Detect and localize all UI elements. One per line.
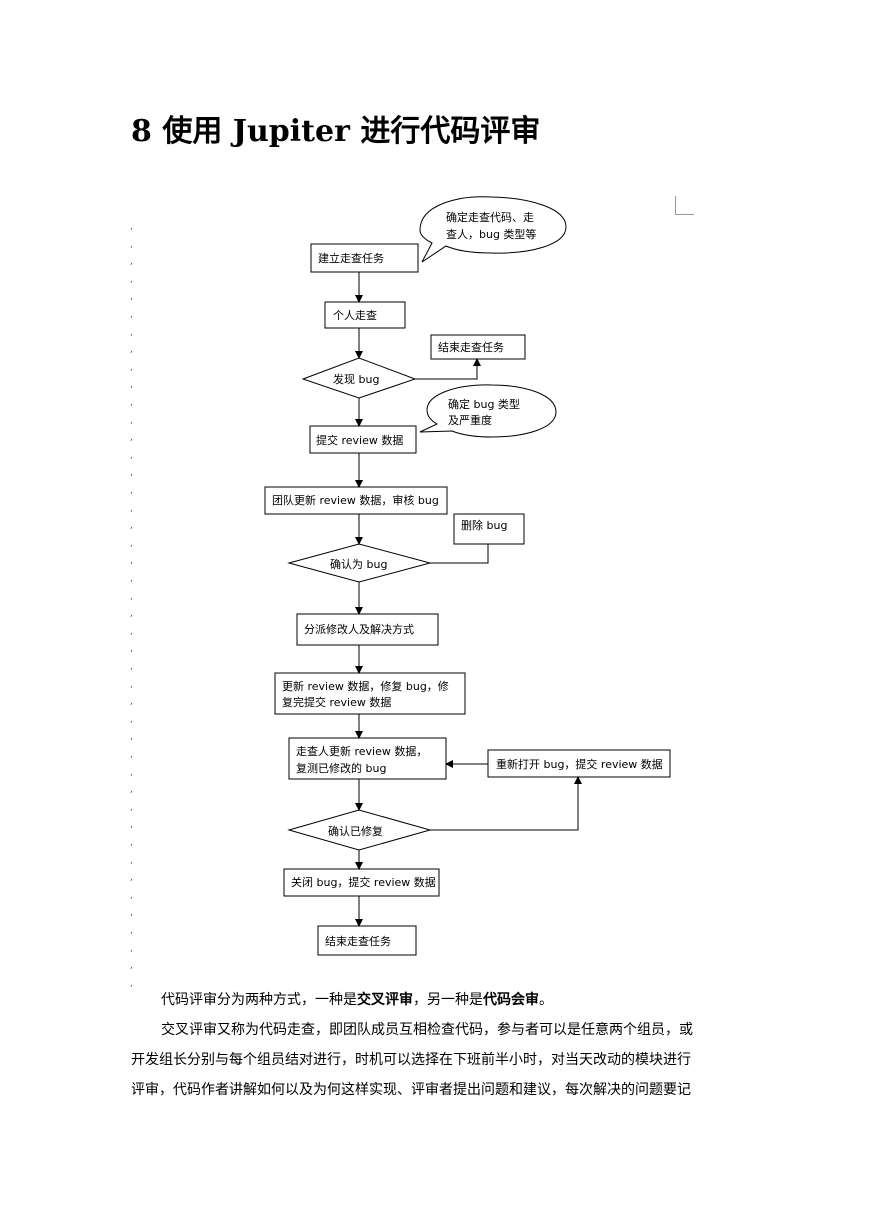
label-delete-bug: 删除 bug	[461, 518, 507, 532]
label-end-task-2: 结束走查任务	[325, 934, 391, 948]
page-title: 8 使用 Jupiter 进行代码评审	[131, 114, 541, 149]
box-delete-bug	[453, 513, 525, 545]
label-fix-line1: 更新 review 数据，修复 bug，修	[282, 679, 449, 693]
callout-define-line2: 查人，bug 类型等	[446, 227, 536, 241]
p2-line1: 交叉评审又称为代码走查，即团队成员互相检查代码，参与者可以是任意两个组员，或	[161, 1022, 693, 1038]
box-submit	[309, 425, 417, 454]
box-fix	[274, 672, 466, 715]
p1-text-c: ，另一种是	[413, 992, 483, 1008]
label-confirm-bug: 确认为 bug	[330, 558, 387, 571]
box-close	[283, 868, 440, 897]
paragraph-review-types: 代码评审分为两种方式，一种是交叉评审，另一种是代码会审。	[131, 985, 743, 1015]
p1-text-a: 代码评审分为两种方式，一种是	[161, 992, 357, 1008]
label-close: 关闭 bug，提交 review 数据	[291, 875, 436, 889]
box-assign	[296, 613, 439, 646]
label-retest-line1: 走查人更新 review 数据，	[296, 744, 427, 758]
box-end-task-2	[317, 925, 417, 956]
paragraph-cross-review: 交叉评审又称为代码走查，即团队成员互相检查代码，参与者可以是任意两个组员，或 开…	[131, 1015, 743, 1105]
label-end-task-1: 结束走查任务	[438, 340, 504, 354]
label-confirm-fixed: 确认已修复	[328, 824, 383, 838]
callout-define-bubble	[419, 196, 567, 263]
term-cross-review: 交叉评审	[357, 992, 413, 1008]
label-submit: 提交 review 数据	[316, 433, 403, 447]
label-team-update: 团队更新 review 数据，审核 bug	[272, 493, 439, 507]
label-personal: 个人走查	[333, 308, 377, 322]
term-code-meeting: 代码会审	[483, 992, 539, 1008]
callout-severity-line2: 及严重度	[448, 413, 492, 427]
box-retest	[288, 737, 447, 780]
box-establish	[310, 243, 419, 273]
label-found-bug: 发现 bug	[333, 372, 379, 386]
label-retest-line2: 复测已修改的 bug	[296, 761, 386, 775]
label-assign: 分派修改人及解决方式	[304, 622, 414, 636]
callout-define-line1: 确定走查代码、走	[446, 210, 534, 224]
callout-severity-line1: 确定 bug 类型	[448, 397, 520, 411]
page-corner-mark	[675, 196, 694, 215]
box-reopen	[487, 749, 671, 778]
p2-line2: 开发组长分别与每个组员结对进行，时机可以选择在下班前半小时，对当天改动的模块进行	[131, 1052, 691, 1068]
label-reopen: 重新打开 bug，提交 review 数据	[496, 757, 663, 771]
box-personal	[324, 301, 406, 329]
label-establish: 建立走查任务	[318, 251, 384, 265]
code-review-flowchart: 确定走查代码、走 查人，bug 类型等 确定 bug 类型 及严重度 建立走查任…	[264, 196, 671, 956]
callout-severity-bubble	[419, 384, 557, 438]
box-team-update	[264, 486, 448, 515]
p2-line3: 评审，代码作者讲解如何以及为何这样实现、评审者提出问题和建议，每次解决的问题要记	[131, 1082, 691, 1098]
p1-text-e: 。	[539, 992, 553, 1008]
label-fix-line2: 复完提交 review 数据	[282, 695, 391, 709]
